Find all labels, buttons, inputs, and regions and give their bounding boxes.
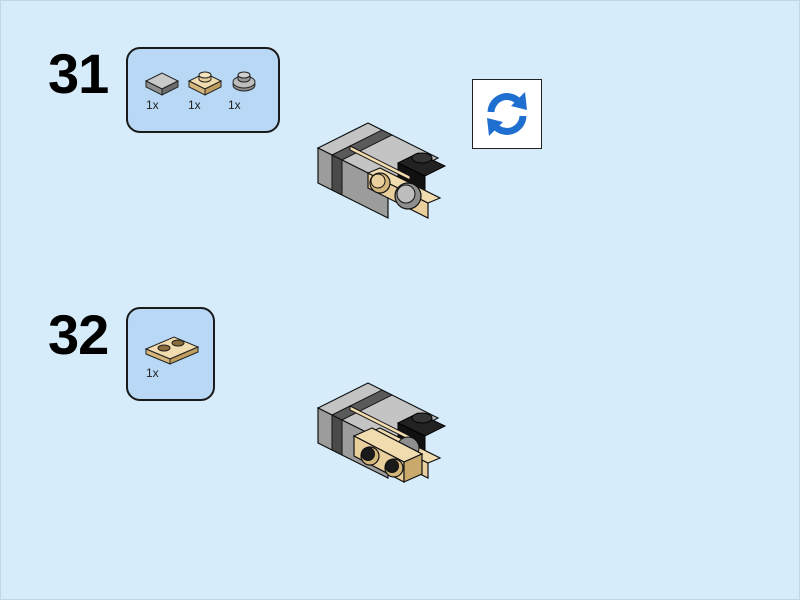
rotate-model-button[interactable] — [472, 79, 542, 149]
step-number-31: 31 — [48, 42, 109, 105]
part-qty: 1x — [146, 98, 159, 112]
part-qty: 1x — [228, 98, 241, 112]
gray-round-plate-1x1-icon — [228, 67, 260, 102]
gray-tile-1x1-icon — [144, 69, 180, 102]
tan-plate-1x2-icon — [144, 331, 200, 370]
part-qty: 1x — [146, 366, 159, 380]
tan-plate-1x1-icon — [187, 65, 223, 102]
model-assembly-step-31 — [316, 122, 447, 219]
model-assembly-step-32 — [316, 382, 447, 483]
part-qty: 1x — [188, 98, 201, 112]
rotate-model-icon — [487, 92, 527, 136]
parts-callout-step-32: 1x — [126, 307, 215, 401]
step-number-32: 32 — [48, 303, 109, 366]
parts-callout-step-31: 1x 1x 1x — [126, 47, 280, 133]
